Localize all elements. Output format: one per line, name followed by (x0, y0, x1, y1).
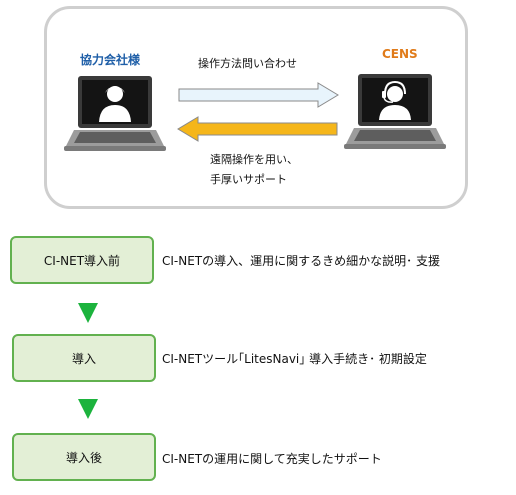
inquiry-caption: 操作方法問い合わせ (198, 57, 297, 70)
step-label: CI-NET導入前 (43, 253, 121, 268)
remote-support-caption-line1: 遠隔操作を用い、 (210, 153, 298, 166)
step-after-introduction: 導入後 (12, 433, 156, 481)
partner-laptop-icon (64, 76, 166, 151)
step-label: 導入 (71, 351, 96, 366)
step-label: 導入後 (65, 450, 102, 465)
step-description: CI-NETの導入、運用に関するきめ細かな説明･ 支援 (162, 254, 440, 268)
step-before-introduction: CI-NET導入前 (10, 236, 154, 284)
flow-down-arrow-icon (78, 303, 98, 323)
remote-support-caption-line2: 手厚いサポート (210, 173, 287, 186)
step-description: CI-NETツール｢LitesNavi｣ 導入手続き･ 初期設定 (162, 352, 427, 366)
flow-down-arrow-icon (78, 399, 98, 419)
partner-company-label: 協力会社様 (80, 53, 141, 67)
cens-operator-laptop-icon (344, 74, 446, 149)
cens-label: CENS (382, 47, 418, 61)
arrow-left-icon (177, 116, 338, 142)
step-description: CI-NETの運用に関して充実したサポート (162, 452, 382, 466)
step-introduction: 導入 (12, 334, 156, 382)
arrow-right-icon (178, 82, 339, 108)
